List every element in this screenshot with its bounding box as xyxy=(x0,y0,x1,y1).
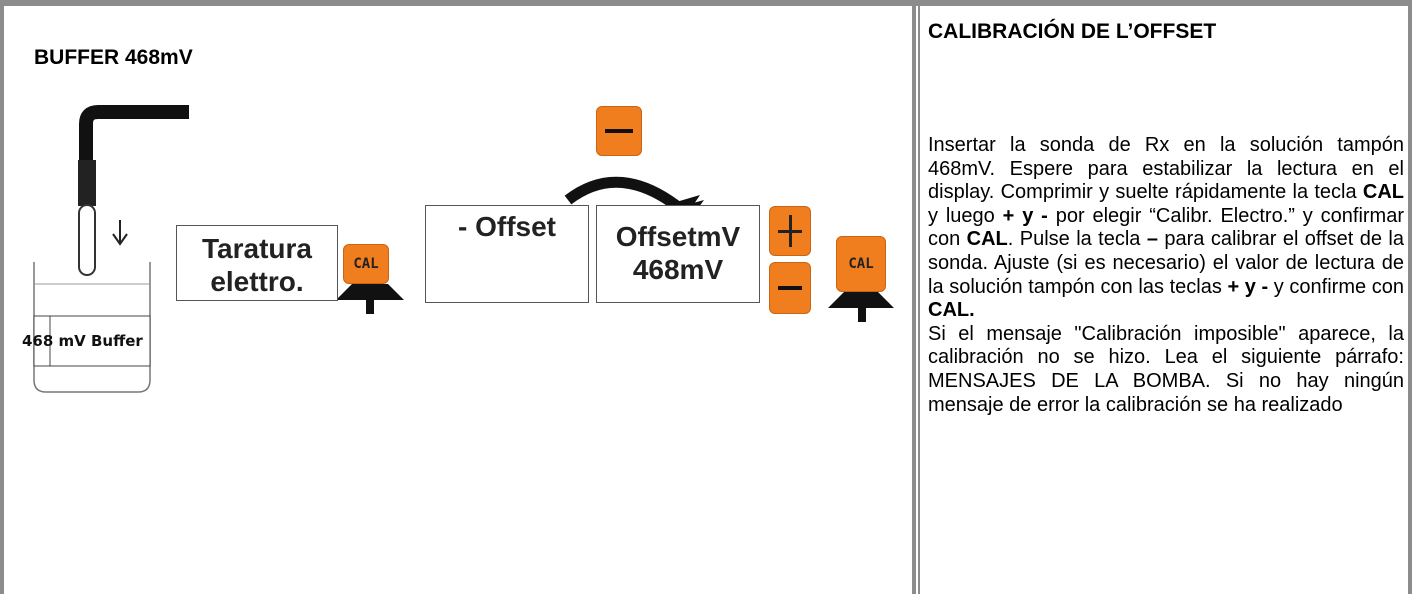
instr-bold: – xyxy=(1147,228,1158,250)
cal-button-2-label: CAL xyxy=(848,256,873,272)
display-value: OffsetmV 468mV xyxy=(596,205,760,303)
display-taratura: Taratura elettro. xyxy=(176,225,338,301)
minus-button-top[interactable] xyxy=(596,106,642,156)
cal-button-2[interactable]: CAL xyxy=(836,236,886,292)
display-value-line2: 468mV xyxy=(597,253,759,286)
display-taratura-line1: Taratura xyxy=(177,232,337,265)
right-border xyxy=(1408,0,1412,594)
display-value-line1: OffsetmV xyxy=(597,220,759,253)
instr-part: y confirme con xyxy=(1268,276,1404,298)
beaker-label: 468 mV Buffer xyxy=(22,332,143,350)
minus-button[interactable] xyxy=(769,262,811,314)
display-offset-text: - Offset xyxy=(426,210,588,243)
minus-icon xyxy=(778,286,802,290)
instr-final-paragraph: Si el mensaje "Calibración imposible" ap… xyxy=(928,323,1404,417)
plus-button[interactable] xyxy=(769,206,811,256)
center-divider xyxy=(912,0,916,594)
display-taratura-line2: elettro. xyxy=(177,265,337,298)
down-arrow-icon xyxy=(113,220,127,244)
minus-icon xyxy=(605,129,633,133)
instr-bold: + y - xyxy=(1227,276,1268,298)
instr-part: y luego xyxy=(928,205,1003,227)
probe-icon xyxy=(78,112,189,275)
instructions-text: Insertar la sonda de Rx en la solución t… xyxy=(928,134,1404,417)
instr-bold: + y - xyxy=(1003,205,1048,227)
cal-button-label: CAL xyxy=(353,256,378,272)
beaker-icon xyxy=(34,262,150,392)
instr-bold: CAL xyxy=(1363,181,1404,203)
instr-part: . Pulse la tecla xyxy=(1008,228,1147,250)
instr-bold: CAL xyxy=(967,228,1008,250)
instr-part: Insertar la sonda de Rx en la solución t… xyxy=(928,134,1404,203)
instr-bold: CAL. xyxy=(928,299,975,321)
section-title: CALIBRACIÓN DE L’OFFSET xyxy=(928,20,1216,44)
center-divider-inner xyxy=(918,0,920,594)
up-arrow-icon xyxy=(828,292,894,322)
cal-button[interactable]: CAL xyxy=(343,244,389,284)
display-offset: - Offset xyxy=(425,205,589,303)
up-arrow-icon xyxy=(336,284,404,314)
